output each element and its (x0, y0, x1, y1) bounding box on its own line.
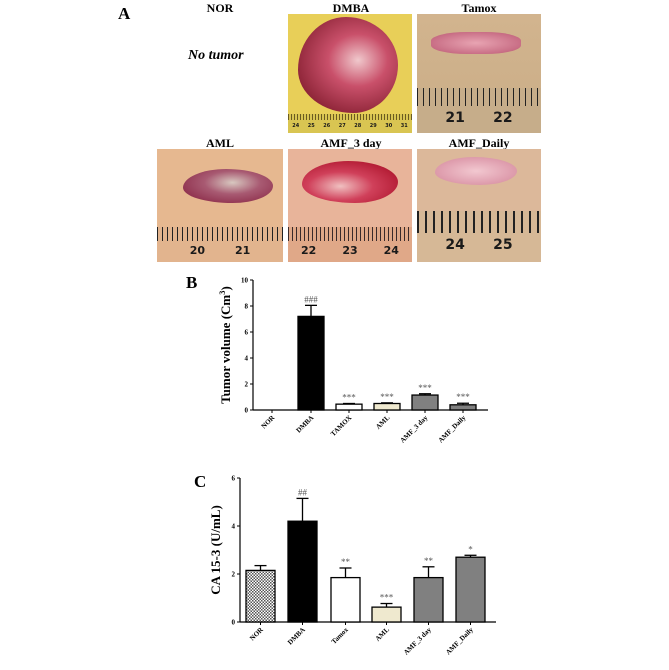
ruler-number: 25 (307, 123, 315, 129)
significance-marker: ** (341, 557, 351, 567)
significance-marker: ### (304, 294, 318, 304)
ruler-number: 24 (292, 123, 300, 129)
ruler-number: 21 (235, 244, 251, 257)
tumor-photo-amf-daily: 24 25 (417, 149, 541, 262)
x-tick-label: DMBA (286, 626, 307, 647)
y-tick-label: 0 (245, 407, 249, 415)
x-tick-label: Tamox (330, 625, 350, 645)
panel-a-letter: A (118, 4, 131, 23)
y-tick-label: 2 (245, 381, 249, 389)
bar-tamox (330, 576, 361, 623)
bar-dmba (287, 520, 318, 623)
significance-marker: *** (380, 392, 394, 402)
photo-label-dmba: DMBA (332, 1, 370, 15)
significance-marker: *** (342, 393, 356, 403)
bar-nor (245, 569, 276, 623)
ruler-number: 24 (383, 244, 399, 257)
ruler-number: 21 (445, 110, 465, 126)
photo-label-tamox: Tamox (461, 1, 497, 15)
bar-amf-3-day (413, 576, 444, 623)
ruler: 21 22 (417, 88, 541, 133)
tumor-mass (435, 157, 517, 185)
ruler: 24 25 (417, 211, 541, 262)
y-tick-label: 10 (241, 277, 249, 285)
panel-letter: B (186, 273, 197, 292)
tumor-mass (431, 32, 521, 54)
tumor-mass (302, 161, 398, 203)
tumor-photo-amf-3day: 22 23 24 (288, 149, 412, 262)
y-tick-label: 4 (232, 523, 236, 531)
ruler-number: 30 (385, 123, 393, 129)
tumor-photo-dmba: 24 25 26 27 28 29 30 31 (288, 14, 412, 133)
ruler-number: 25 (493, 237, 513, 253)
bar-amf-daily (455, 556, 486, 623)
tumor-mass (298, 17, 398, 113)
ruler-number: 28 (354, 123, 362, 129)
ruler: 20 21 (157, 227, 283, 262)
photo-label-amf-daily: AMF_Daily (448, 136, 510, 150)
ruler-number: 22 (301, 244, 317, 257)
x-tick-label: AMF_Daily (444, 625, 475, 656)
tumor-photo-tamox: 21 22 (417, 14, 541, 133)
significance-marker: ** (424, 556, 434, 566)
tumor-photo-aml: 20 21 (157, 149, 283, 262)
significance-marker: *** (380, 593, 394, 603)
x-tick-label: AML (374, 626, 391, 643)
no-tumor-text: No tumor (188, 48, 244, 63)
significance-marker: * (468, 544, 473, 554)
bar-aml (371, 606, 402, 623)
y-tick-label: 4 (245, 355, 249, 363)
significance-marker: ## (298, 487, 308, 497)
photo-label-nor: NOR (206, 1, 234, 15)
ruler-number: 20 (189, 244, 205, 257)
y-tick-label: 6 (245, 329, 249, 337)
y-tick-label: 0 (232, 619, 236, 627)
ruler-number: 23 (342, 244, 358, 257)
y-axis-label: CA 15-3 (U/mL) (208, 505, 223, 595)
x-tick-label: AMF_3 day (402, 625, 433, 656)
ruler-number: 29 (369, 123, 377, 129)
panel-letter: C (194, 472, 206, 491)
ruler: 24 25 26 27 28 29 30 31 (288, 114, 412, 133)
ruler-number: 27 (338, 123, 346, 129)
significance-marker: *** (456, 392, 470, 402)
y-tick-label: 8 (245, 303, 249, 311)
bar-dmba (297, 315, 325, 411)
photo-label-amf-3day: AMF_3 day (320, 136, 382, 150)
ruler-number: 24 (445, 237, 465, 253)
y-tick-label: 6 (232, 475, 236, 483)
ruler-number: 26 (323, 123, 331, 129)
tumor-mass (183, 169, 273, 203)
ruler-number: 31 (400, 123, 408, 129)
significance-marker: *** (418, 383, 432, 393)
x-tick-label: NOR (248, 625, 265, 642)
y-axis-label: Tumor volume (Cm3) (217, 286, 233, 404)
ruler-number: 22 (493, 110, 513, 126)
photo-label-aml: AML (206, 136, 234, 150)
y-tick-label: 2 (232, 571, 236, 579)
ruler: 22 23 24 (288, 227, 412, 262)
